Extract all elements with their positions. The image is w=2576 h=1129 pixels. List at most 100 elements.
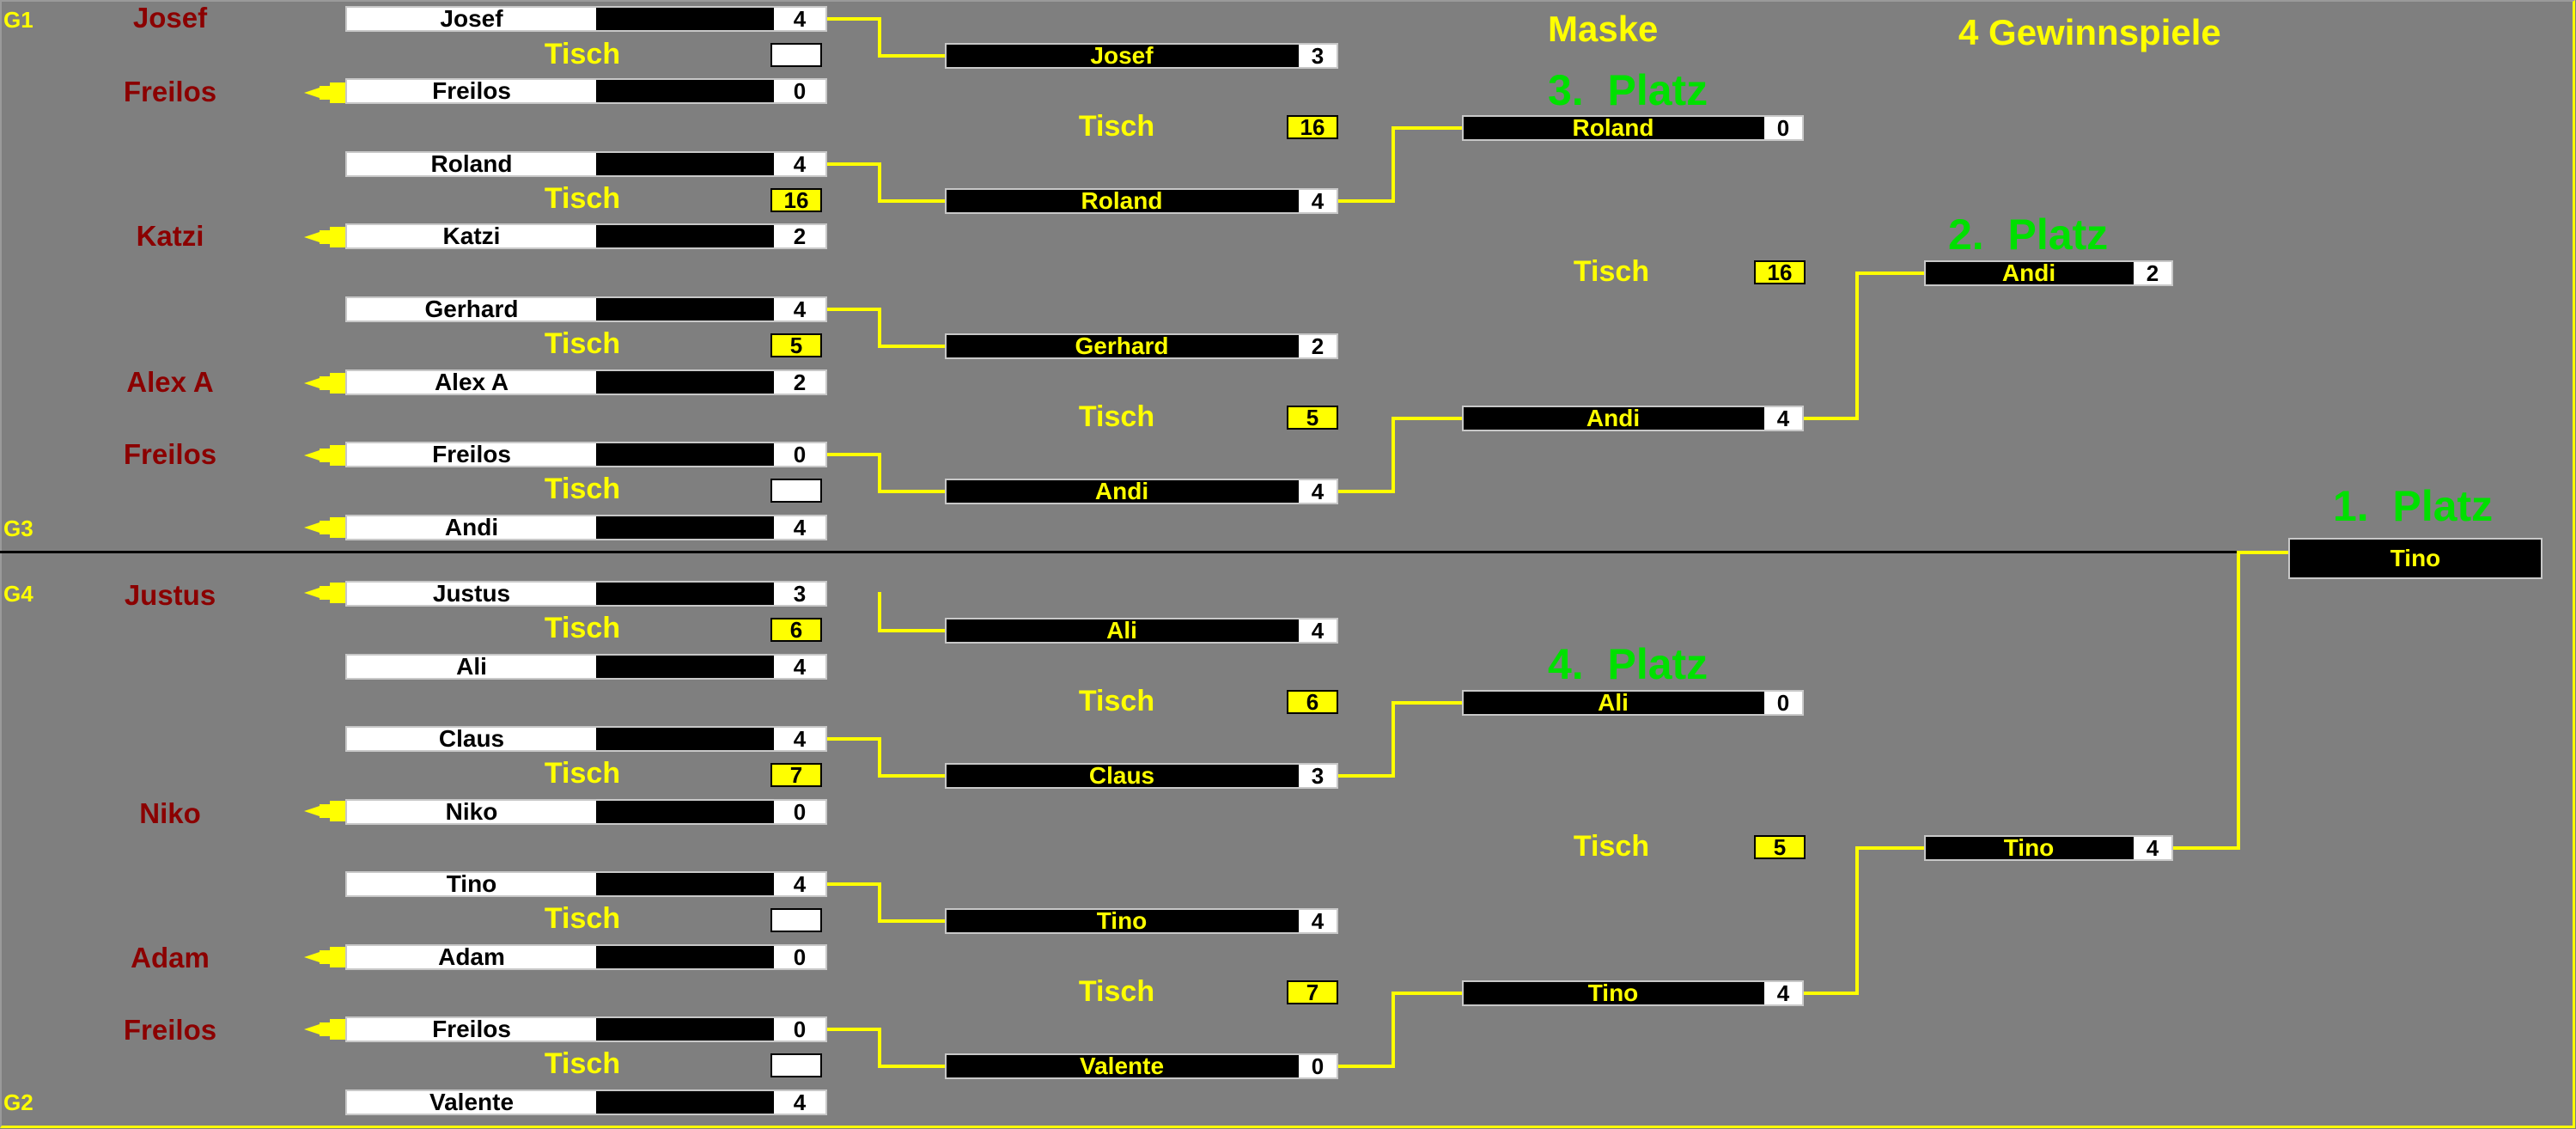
round1-slot[interactable]: Justus 3 <box>345 581 827 607</box>
round3-slot[interactable]: Andi 4 <box>1462 406 1804 431</box>
round3-slot[interactable]: Tino 4 <box>1462 980 1804 1006</box>
slot-name[interactable]: Alex A <box>347 370 598 394</box>
slot-name[interactable]: Katzi <box>347 224 598 248</box>
slot-name[interactable]: Adam <box>347 945 598 969</box>
round1-slot[interactable]: Roland 4 <box>345 151 827 177</box>
table-number-box[interactable] <box>770 479 822 503</box>
slot-score[interactable]: 4 <box>772 298 825 320</box>
round1-slot[interactable]: Niko 0 <box>345 799 827 825</box>
slot-score[interactable]: 2 <box>772 225 825 247</box>
slot-score[interactable]: 2 <box>772 371 825 394</box>
slot-name[interactable]: Gerhard <box>1075 333 1169 359</box>
slot-score[interactable]: 4 <box>772 516 825 539</box>
slot-score[interactable]: 2 <box>1297 335 1337 357</box>
table-number-box[interactable]: 5 <box>770 333 822 357</box>
slot-name[interactable]: Josef <box>1090 42 1154 69</box>
slot-name[interactable]: Andi <box>1094 478 1149 504</box>
champion-name[interactable]: Tino <box>2390 545 2441 571</box>
round1-slot[interactable]: Andi 4 <box>345 515 827 540</box>
slot-name[interactable]: Tino <box>347 872 598 896</box>
slot-name[interactable]: Ali <box>347 655 598 679</box>
round2-slot[interactable]: Roland 4 <box>945 188 1338 214</box>
table-number-box[interactable] <box>770 908 822 932</box>
table-number-box[interactable]: 7 <box>1287 980 1338 1004</box>
slot-name[interactable]: Freilos <box>347 442 598 467</box>
table-number-box[interactable] <box>770 43 822 67</box>
round1-slot[interactable]: Ali 4 <box>345 654 827 680</box>
round1-slot[interactable]: Katzi 2 <box>345 223 827 249</box>
table-number-box[interactable]: 16 <box>1754 260 1806 284</box>
slot-name[interactable]: Josef <box>347 7 598 31</box>
slot-name[interactable]: Gerhard <box>347 297 598 321</box>
final-slot[interactable]: Tino 4 <box>1924 835 2173 861</box>
round1-slot[interactable]: Alex A 2 <box>345 369 827 395</box>
slot-name[interactable]: Justus <box>347 582 598 606</box>
slot-score[interactable]: 0 <box>772 80 825 102</box>
slot-name[interactable]: Andi <box>2001 259 2056 286</box>
round2-slot[interactable]: Tino 4 <box>945 908 1338 934</box>
round2-slot[interactable]: Ali 4 <box>945 618 1338 644</box>
final-slot[interactable]: Andi 2 <box>1924 260 2173 286</box>
round1-slot[interactable]: Freilos 0 <box>345 1016 827 1042</box>
slot-name[interactable]: Roland <box>1081 187 1163 214</box>
table-number-box[interactable]: 5 <box>1287 406 1338 430</box>
slot-score[interactable]: 2 <box>2132 262 2171 284</box>
round2-slot[interactable]: Andi 4 <box>945 479 1338 504</box>
table-number-box[interactable]: 16 <box>770 188 822 212</box>
slot-score[interactable]: 4 <box>772 728 825 750</box>
slot-name[interactable]: Claus <box>347 727 598 751</box>
slot-score[interactable]: 4 <box>1297 480 1337 503</box>
round1-slot[interactable]: Freilos 0 <box>345 78 827 104</box>
slot-score[interactable]: 4 <box>772 8 825 30</box>
slot-name[interactable]: Ali <box>1598 689 1629 716</box>
table-number-box[interactable]: 16 <box>1287 115 1338 139</box>
champion-slot[interactable]: Tino <box>2288 538 2543 579</box>
slot-score[interactable]: 4 <box>1763 407 1802 430</box>
slot-score[interactable]: 4 <box>1297 190 1337 212</box>
slot-name[interactable]: Freilos <box>347 79 598 103</box>
slot-score[interactable]: 3 <box>1297 45 1337 67</box>
slot-score[interactable]: 0 <box>772 801 825 823</box>
slot-score[interactable]: 0 <box>772 1018 825 1041</box>
round1-slot[interactable]: Gerhard 4 <box>345 296 827 322</box>
slot-score[interactable]: 4 <box>1763 982 1802 1004</box>
slot-score[interactable]: 0 <box>1763 692 1802 714</box>
round3-slot[interactable]: Ali 0 <box>1462 690 1804 716</box>
round1-slot[interactable]: Freilos 0 <box>345 442 827 467</box>
slot-score[interactable]: 3 <box>772 583 825 605</box>
table-number-box[interactable] <box>770 1053 822 1077</box>
slot-name[interactable]: Valente <box>1079 1053 1165 1079</box>
slot-name[interactable]: Ali <box>1106 617 1137 644</box>
slot-name[interactable]: Freilos <box>347 1017 598 1041</box>
slot-name[interactable]: Tino <box>2003 834 2055 861</box>
table-number-box[interactable]: 6 <box>770 618 822 642</box>
slot-score[interactable]: 4 <box>2132 837 2171 859</box>
table-number-box[interactable]: 5 <box>1754 835 1806 859</box>
slot-name[interactable]: Roland <box>347 152 598 176</box>
slot-score[interactable]: 4 <box>772 656 825 678</box>
round1-slot[interactable]: Claus 4 <box>345 726 827 752</box>
slot-name[interactable]: Valente <box>347 1090 598 1114</box>
table-number-box[interactable]: 7 <box>770 763 822 787</box>
slot-name[interactable]: Niko <box>347 800 598 824</box>
slot-name[interactable]: Tino <box>1096 907 1148 934</box>
slot-score[interactable]: 4 <box>1297 910 1337 932</box>
table-number-box[interactable]: 6 <box>1287 690 1338 714</box>
slot-name[interactable]: Tino <box>1587 979 1639 1006</box>
slot-name[interactable]: Roland <box>1572 114 1654 141</box>
slot-score[interactable]: 4 <box>1297 619 1337 642</box>
slot-score[interactable]: 0 <box>772 443 825 466</box>
slot-score[interactable]: 4 <box>772 153 825 175</box>
round1-slot[interactable]: Valente 4 <box>345 1089 827 1115</box>
slot-name[interactable]: Andi <box>347 516 598 540</box>
round2-slot[interactable]: Josef 3 <box>945 43 1338 69</box>
slot-score[interactable]: 4 <box>772 1091 825 1114</box>
slot-name[interactable]: Andi <box>1586 405 1641 431</box>
slot-score[interactable]: 3 <box>1297 765 1337 787</box>
round1-slot[interactable]: Josef 4 <box>345 6 827 32</box>
